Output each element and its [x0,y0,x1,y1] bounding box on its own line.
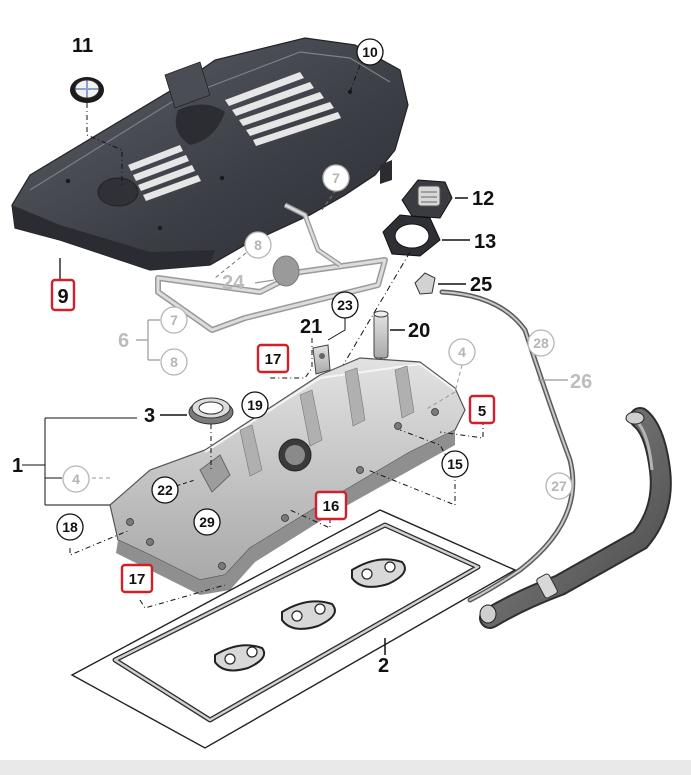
callout-28: 28 [533,335,549,351]
callout-15: 15 [447,456,463,472]
pressure-valve [312,344,331,375]
callout-7-lower: 7 [170,312,178,328]
callout-23: 23 [337,297,353,313]
valve-cover-ribs [239,365,415,477]
hose-clip [414,272,436,295]
engine-cover [11,37,409,271]
filler-neck-seal [188,397,234,425]
callout-5: 5 [478,403,486,420]
callout-8-upper: 8 [254,237,262,253]
leader-lines [22,64,484,609]
callout-4-lower: 4 [72,471,80,487]
spark-plug-seals [214,558,406,672]
grille-ribs-left [128,145,201,201]
callout-21: 21 [300,316,322,338]
pcv-tube [373,310,389,375]
callout-2: 2 [378,655,389,677]
callout-26: 26 [570,371,592,393]
emblem-badge [70,77,104,103]
callout-8-lower: 8 [170,354,178,370]
intake-hose [479,407,672,629]
callout-17-lower: 17 [129,571,146,588]
callout-13: 13 [474,231,496,253]
grille-ribs-right [225,72,341,146]
callout-19: 19 [247,397,263,413]
oil-filler-cap [401,179,453,219]
callouts-plain: 1 2 3 11 12 13 20 21 25 [12,35,496,677]
callout-3: 3 [144,405,155,427]
callout-22: 22 [157,482,173,498]
bottom-bar [0,760,691,775]
callouts-faded-plain: 6 24 26 [118,272,592,393]
callout-27: 27 [551,478,567,494]
callout-6: 6 [118,330,129,352]
callout-9: 9 [57,286,68,308]
cover-gasket-frame [155,202,388,333]
callout-1: 1 [12,455,23,477]
callout-10: 10 [362,44,378,60]
callout-12: 12 [472,188,494,210]
callout-25: 25 [470,274,492,296]
callout-29: 29 [199,514,215,530]
callout-11: 11 [72,35,93,57]
cap-seal [382,214,441,257]
callout-24: 24 [222,272,245,294]
valve-cover-gasket [70,509,517,749]
callout-18: 18 [62,519,78,535]
callouts-circled: 10 23 19 15 22 29 18 [56,38,469,541]
callout-17-upper: 17 [265,351,282,368]
callouts-highlighted: 9 17 5 16 17 [50,278,496,594]
callouts-circled-faded: 7 8 7 8 4 4 28 27 [62,164,573,500]
callout-20: 20 [408,320,430,342]
mounting-bolts [126,408,439,570]
callout-4-upper: 4 [458,344,466,360]
callout-16: 16 [323,498,340,515]
callout-7-upper: 7 [332,170,340,186]
